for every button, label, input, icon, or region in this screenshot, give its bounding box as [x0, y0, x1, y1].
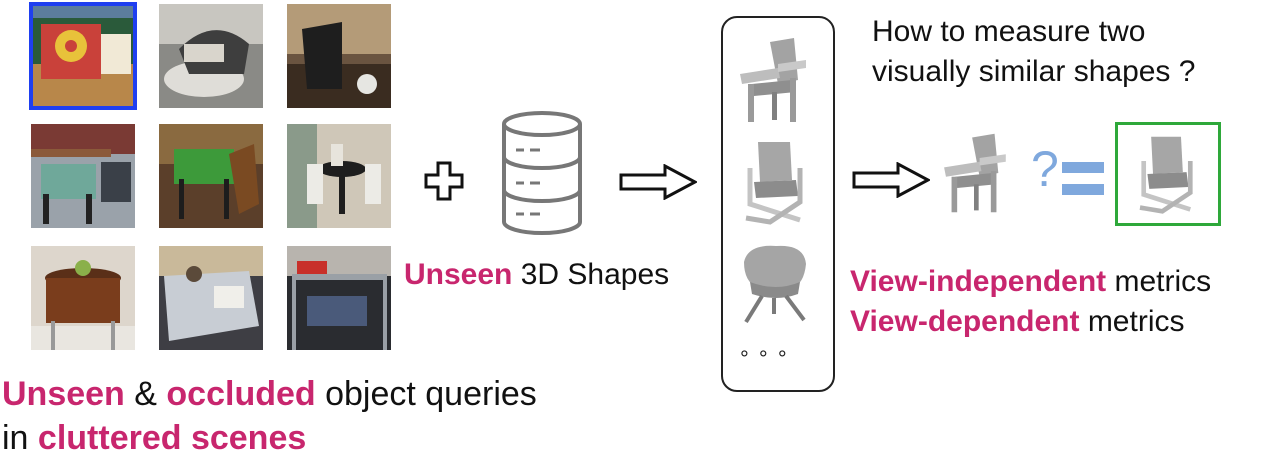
question-line-2: visually similar shapes ? — [872, 55, 1196, 88]
adirondack-chair-icon — [934, 130, 1014, 221]
question-line-1: How to measure two — [872, 15, 1146, 48]
caption-in: in — [2, 419, 38, 457]
question-text: How to measure two visually similar shap… — [872, 12, 1195, 92]
cantilever-chair-icon[interactable] — [1132, 133, 1202, 220]
metrics-text: View-independent metrics View-dependent … — [850, 262, 1211, 342]
scene-photo-7[interactable] — [31, 246, 135, 350]
cluttered-highlight: cluttered scenes — [37, 419, 307, 457]
scene-photo-2[interactable] — [159, 4, 263, 108]
scene-photo-9[interactable] — [287, 246, 391, 350]
metric-line-2: View-dependent metrics — [850, 302, 1211, 342]
scene-photo-3[interactable] — [287, 4, 391, 108]
caption-line-1: Unseen & occluded object queries — [2, 372, 537, 416]
adirondack-chair-icon[interactable] — [732, 34, 812, 131]
scene-photo-6[interactable] — [287, 124, 391, 228]
database-label: Unseen 3D Shapes — [404, 258, 669, 292]
caption-rest-1: object queries — [315, 375, 537, 413]
scene-photo-8[interactable] — [159, 246, 263, 350]
question-mark-icon: ? — [1031, 141, 1059, 197]
scene-photo-4[interactable] — [31, 124, 135, 228]
arrow-right-icon — [852, 161, 932, 203]
scene-photo-5[interactable] — [159, 124, 263, 228]
matched-shape-box — [1115, 122, 1221, 226]
database-label-rest: 3D Shapes — [512, 258, 670, 291]
cantilever-chair-icon[interactable] — [740, 138, 810, 231]
database-icon — [500, 110, 584, 241]
arrow-right-icon — [619, 163, 699, 205]
view-dependent-highlight: View-dependent — [850, 305, 1080, 338]
caption-line-2: in cluttered scenes — [2, 416, 537, 460]
unseen-highlight: Unseen — [404, 258, 513, 291]
shell-chair-icon[interactable] — [738, 242, 812, 329]
caption-amp: & — [124, 375, 167, 413]
metric-line-1: View-independent metrics — [850, 262, 1211, 302]
more-results-ellipsis: ° ° ° — [740, 346, 789, 371]
retrieval-results-panel — [721, 16, 835, 392]
plus-icon — [424, 161, 464, 206]
scene-photo-1[interactable] — [29, 2, 137, 110]
equals-icon — [1062, 162, 1104, 201]
view-independent-highlight: View-independent — [850, 265, 1107, 298]
metric-line-1-rest: metrics — [1106, 265, 1212, 298]
metric-line-2-rest: metrics — [1079, 305, 1185, 338]
unseen-highlight: Unseen — [2, 375, 125, 413]
occluded-highlight: occluded — [166, 375, 316, 413]
query-caption: Unseen & occluded object queries in clut… — [2, 372, 537, 460]
